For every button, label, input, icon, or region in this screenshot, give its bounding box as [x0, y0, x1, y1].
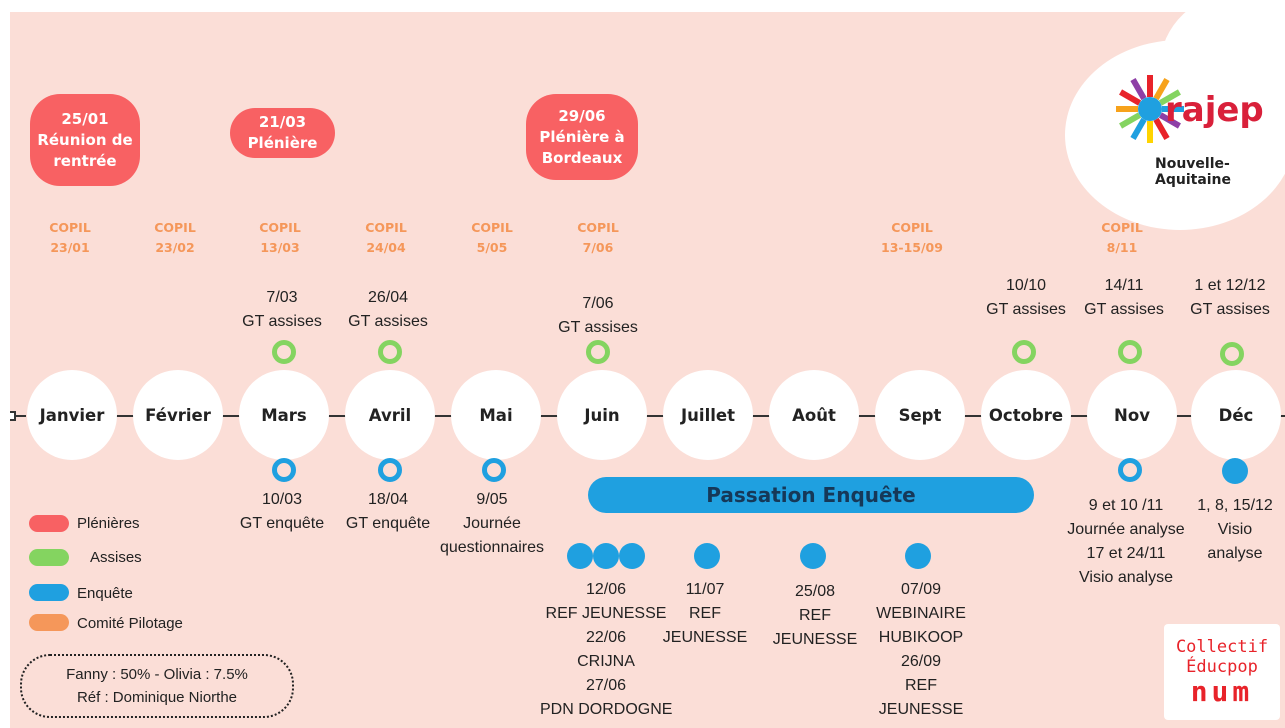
timeline-line [538, 415, 560, 417]
month-circle-aout: Août [769, 370, 859, 460]
pleniere-box-january: 25/01 Réunion de rentrée [30, 94, 140, 186]
pleniere-box-june: 29/06 Plénière à Bordeaux [526, 94, 638, 180]
month-circle-fevrier: Février [133, 370, 223, 460]
enquete-dot-icon [619, 543, 645, 569]
legend-swatch-plenieres [29, 515, 69, 532]
crajep-burst-icon [1116, 75, 1184, 143]
timeline-canvas: rajep Nouvelle-Aquitaine 25/01 Réunion d… [10, 12, 1285, 728]
pleniere-text: Bordeaux [541, 148, 623, 167]
timeline-line [856, 415, 878, 417]
collectif-text: num [1190, 675, 1254, 708]
month-circle-sept: Sept [875, 370, 965, 460]
enquete-dot-icon [567, 543, 593, 569]
assises-ring-icon [378, 340, 402, 364]
timeline-line [644, 415, 666, 417]
assises-ring-icon [1220, 342, 1244, 366]
month-circle-octobre: Octobre [981, 370, 1071, 460]
passation-enquete-banner: Passation Enquête [588, 477, 1034, 513]
legend-label: Enquête [77, 585, 133, 602]
timeline-line [115, 415, 137, 417]
enquete-dot-icon [593, 543, 619, 569]
crajep-name: rajep [1165, 90, 1264, 130]
timeline-line [220, 415, 242, 417]
pleniere-box-march: 21/03 Plénière [230, 108, 335, 158]
timeline-line [14, 415, 26, 417]
enquete-dot-icon [1222, 458, 1248, 484]
collectif-text: Éducpop [1186, 657, 1258, 677]
enquete-dot-icon [694, 543, 720, 569]
assises-ring-icon [1118, 340, 1142, 364]
legend-label: Comité Pilotage [77, 615, 183, 632]
pleniere-date: 21/03 [258, 113, 307, 131]
timeline-line [432, 415, 454, 417]
enquete-ring-icon [1118, 458, 1142, 482]
collectif-educpop-logo: Collectif Éducpop num [1164, 624, 1280, 720]
collectif-text: Collectif [1175, 637, 1269, 657]
timeline-line [750, 415, 772, 417]
pleniere-text: Plénière [247, 134, 318, 152]
month-circle-dec: Déc [1191, 370, 1281, 460]
timeline-line [1278, 415, 1285, 417]
assises-ring-icon [586, 340, 610, 364]
legend-label: Assises [90, 549, 142, 566]
crajep-region: Nouvelle-Aquitaine [1155, 156, 1232, 188]
crajep-logo: rajep Nouvelle-Aquitaine [1115, 74, 1285, 188]
timeline-line [962, 415, 984, 417]
timeline-line [1068, 415, 1090, 417]
pleniere-text: rentrée [53, 151, 117, 170]
timeline-line [1174, 415, 1196, 417]
staff-info-line: Fanny : 50% - Olivia : 7.5% [66, 666, 248, 683]
assises-ring-icon [272, 340, 296, 364]
month-circle-mai: Mai [451, 370, 541, 460]
month-circle-nov: Nov [1087, 370, 1177, 460]
staff-info-box: Fanny : 50% - Olivia : 7.5% Réf : Domini… [20, 654, 294, 718]
month-circle-janvier: Janvier [27, 370, 117, 460]
legend-swatch-enquete [29, 584, 69, 601]
enquete-ring-icon [378, 458, 402, 482]
pleniere-date: 25/01 [61, 109, 109, 128]
enquete-dot-icon [905, 543, 931, 569]
month-circle-juillet: Juillet [663, 370, 753, 460]
assises-ring-icon [1012, 340, 1036, 364]
pleniere-text: Réunion de [37, 130, 133, 149]
month-circle-juin: Juin [557, 370, 647, 460]
enquete-ring-icon [272, 458, 296, 482]
legend-label: Plénières [77, 515, 140, 532]
enquete-ring-icon [482, 458, 506, 482]
pleniere-text: Plénière à [539, 127, 625, 146]
pleniere-date: 29/06 [558, 106, 606, 125]
enquete-dot-icon [800, 543, 826, 569]
staff-info-line: Réf : Dominique Niorthe [76, 689, 238, 706]
legend-swatch-copil [29, 614, 69, 631]
month-circle-mars: Mars [239, 370, 329, 460]
legend-swatch-assises [29, 549, 69, 566]
timeline-line [326, 415, 348, 417]
month-circle-avril: Avril [345, 370, 435, 460]
